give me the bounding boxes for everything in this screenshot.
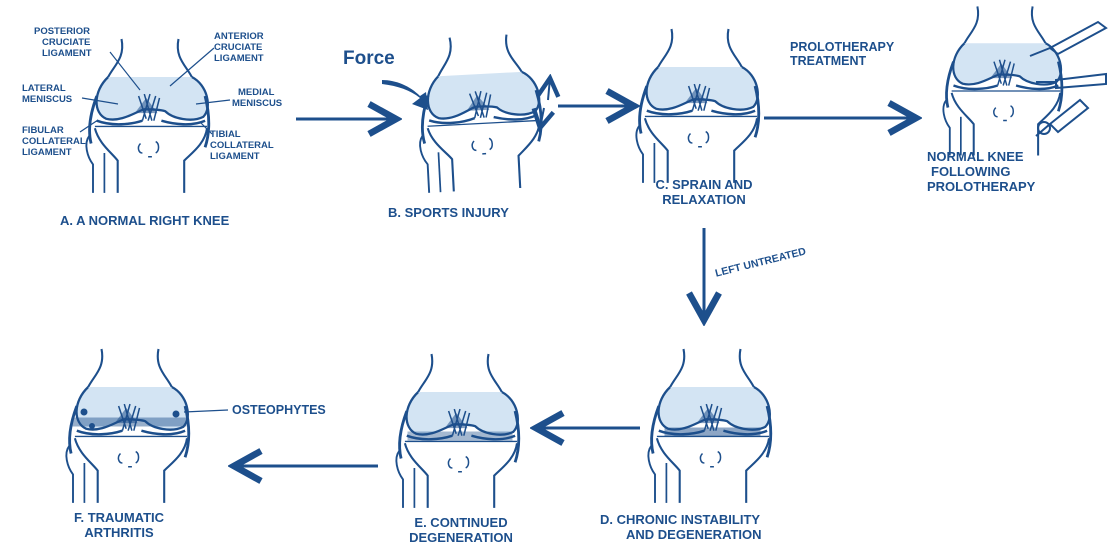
label-posterior-cruciate: Posterior cruciate ligament [34,27,92,60]
caption-normal-after: Normal knee following Prolotherapy [927,150,1035,195]
caption-d: D. Chronic instability and degeneration [600,513,762,543]
instability-arrow-up [548,78,550,100]
force-arrow [382,80,428,110]
caption-f: F. Traumatic arthritis [64,511,174,541]
caption-e: E. Continued degeneration [396,516,526,546]
label-fibular-collateral: Fibular collateral ligament [22,126,86,159]
caption-b: B. Sports Injury [388,206,509,221]
knee-c-sprain [636,29,758,183]
label-force: Force [343,48,395,70]
label-medial-meniscus: Medial meniscus [232,88,282,110]
label-osteophytes: Osteophytes [232,403,326,417]
label-tibial-collateral: Tibial collateral ligament [210,130,274,163]
knee-a-normal [86,39,208,193]
knee-d-chronic-instability [648,349,770,503]
caption-c: C. Sprain and relaxation [644,178,764,208]
label-lateral-meniscus: Lateral meniscus [22,84,72,106]
knee-b-sports-injury [414,33,544,193]
caption-a: A. A normal right knee [60,214,229,229]
label-anterior-cruciate: Anterior cruciate ligament [214,32,264,65]
label-prolotherapy-treatment: Prolotherapy Treatment [790,40,894,69]
knee-e-continued-degeneration [396,354,518,508]
